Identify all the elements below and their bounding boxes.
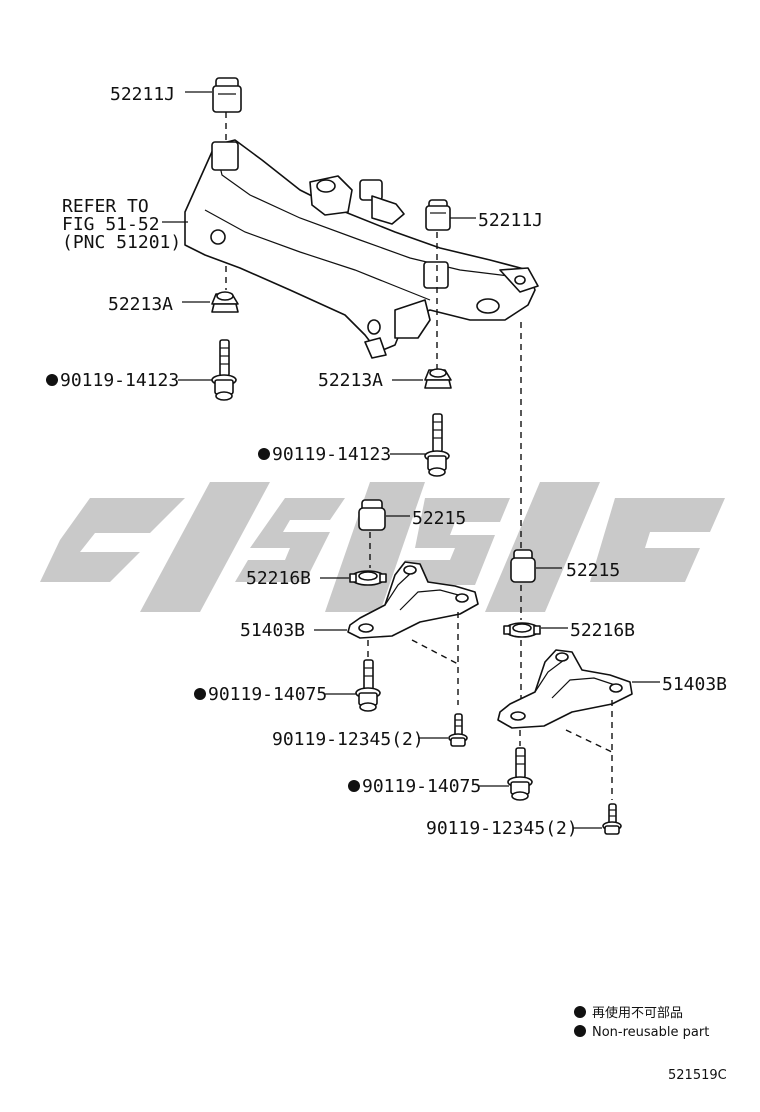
bolt-90119-14075-right bbox=[507, 747, 533, 801]
callout-c7: 52215 bbox=[412, 508, 466, 529]
legend-marker-1 bbox=[574, 1006, 586, 1018]
callout-c5: 52213A bbox=[318, 370, 383, 391]
cushion-52215-right bbox=[510, 549, 536, 583]
callout-c3: 52213A bbox=[108, 294, 173, 315]
callout-c12: 52215 bbox=[566, 560, 620, 581]
callout-c2: 52211J bbox=[478, 210, 543, 231]
legend-marker-2 bbox=[574, 1025, 586, 1037]
callout-c9: 51403B bbox=[240, 620, 305, 641]
bolt-90119-14075-left bbox=[355, 659, 381, 712]
legend-item-1: 再使用不可部品 bbox=[592, 1005, 683, 1021]
collar-52216b-left bbox=[349, 570, 387, 586]
collar-52216b-right bbox=[503, 622, 541, 638]
callout-c15: 90119-14075 bbox=[362, 776, 481, 797]
crossmember bbox=[184, 139, 539, 359]
nonreusable-marker-c4 bbox=[46, 374, 58, 386]
bolt-90119-14123-right bbox=[424, 413, 450, 477]
stopper-52213a-right bbox=[424, 368, 452, 389]
figure-id: 521519C bbox=[668, 1068, 727, 1083]
callout-c6: 90119-14123 bbox=[272, 444, 391, 465]
nonreusable-marker-c10 bbox=[194, 688, 206, 700]
callout-c1: 52211J bbox=[110, 84, 175, 105]
stopper-52213a-left bbox=[211, 291, 239, 313]
bracket-51403b-left bbox=[347, 561, 479, 639]
callout-c14: 51403B bbox=[662, 674, 727, 695]
refer-text-line2: FIG 51-52 bbox=[62, 214, 160, 235]
callout-c13: 52216B bbox=[570, 620, 635, 641]
callout-c16: 90119-12345(2) bbox=[426, 818, 578, 839]
callout-c10: 90119-14075 bbox=[208, 684, 327, 705]
nonreusable-marker-c15 bbox=[348, 780, 360, 792]
bushing-52211j-left bbox=[212, 77, 242, 113]
refer-text-line3: (PNC 51201) bbox=[62, 232, 181, 253]
refer-text-line1: REFER TO bbox=[62, 196, 149, 217]
callout-c4: 90119-14123 bbox=[60, 370, 179, 391]
bolt-90119-12345-left bbox=[448, 713, 468, 747]
callout-c11: 90119-12345(2) bbox=[272, 729, 424, 750]
callout-c8: 52216B bbox=[246, 568, 311, 589]
nonreusable-marker-c6 bbox=[258, 448, 270, 460]
bushing-52211j-right bbox=[425, 199, 451, 231]
bracket-51403b-right bbox=[497, 649, 633, 729]
cushion-52215-left bbox=[358, 499, 386, 531]
legend-item-2: Non-reusable part bbox=[592, 1025, 709, 1040]
bolt-90119-14123-left bbox=[211, 339, 237, 401]
bolt-90119-12345-right bbox=[602, 803, 622, 835]
